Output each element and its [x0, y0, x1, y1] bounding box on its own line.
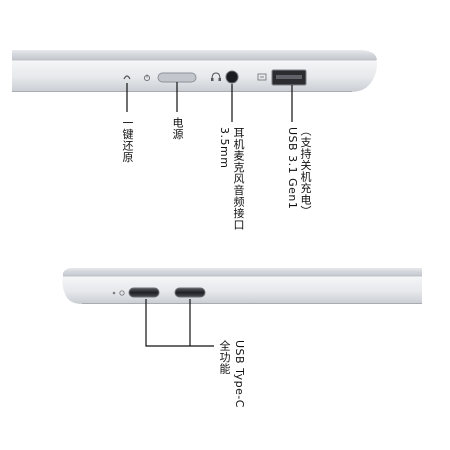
audio-jack — [225, 70, 239, 84]
label-usb-c-note: 全功能 — [218, 340, 231, 375]
laptop-left-side — [62, 268, 423, 347]
label-one-key-recovery: 一键还原 — [121, 117, 134, 163]
power-icon — [143, 74, 151, 82]
usb-charge-icon — [257, 73, 267, 81]
reset-button — [123, 75, 131, 80]
laptop-base-left — [62, 276, 423, 304]
callout-lines-top — [126, 82, 293, 122]
headphone-icon — [211, 72, 221, 81]
label-audio-jack: 耳机麦克风音频接口 — [232, 127, 245, 231]
label-usb-a-note: （支持关机充电） — [299, 125, 312, 217]
usb-c-port — [128, 287, 160, 298]
laptop-lid-left — [62, 268, 423, 276]
indicator-light — [112, 291, 116, 295]
indicator-light — [119, 290, 125, 296]
label-power: 电源 — [171, 117, 184, 140]
laptop-right-side — [12, 50, 378, 122]
laptop-lid — [12, 50, 377, 60]
label-audio-size: 3.5mm — [218, 127, 231, 169]
label-usb-c-spec: USB Type-C — [233, 340, 246, 408]
callout-lines-bottom — [145, 299, 214, 347]
usb-c-port — [174, 287, 206, 298]
label-usb-a-spec: USB 3.1 Gen1 — [286, 127, 299, 210]
power-button — [157, 72, 197, 83]
